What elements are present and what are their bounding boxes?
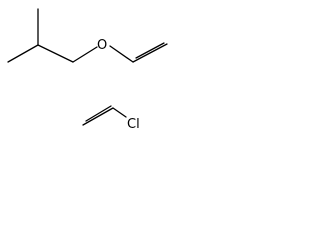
vinyl-chloride-structure: Cl [82, 105, 140, 130]
bond-methyl-left [7, 44, 39, 63]
isobutyl-vinyl-ether-structure: O [7, 8, 168, 63]
bond-carbon-chlorine [112, 107, 127, 118]
bond-ch-ch2 [37, 44, 74, 63]
chlorine-atom-label: Cl [127, 117, 140, 130]
bond-vinyl-double-outer [132, 43, 168, 63]
bond-vinyl-double-inner [135, 42, 165, 59]
bond-ch2-oxygen [72, 46, 98, 63]
chemical-structure-diagram: O Cl [7, 8, 168, 130]
bond-oxygen-vinyl [109, 45, 134, 63]
oxygen-atom-label: O [97, 38, 107, 53]
bond-chloro-double-inner [85, 105, 112, 122]
bond-chloro-double-outer [82, 107, 114, 126]
